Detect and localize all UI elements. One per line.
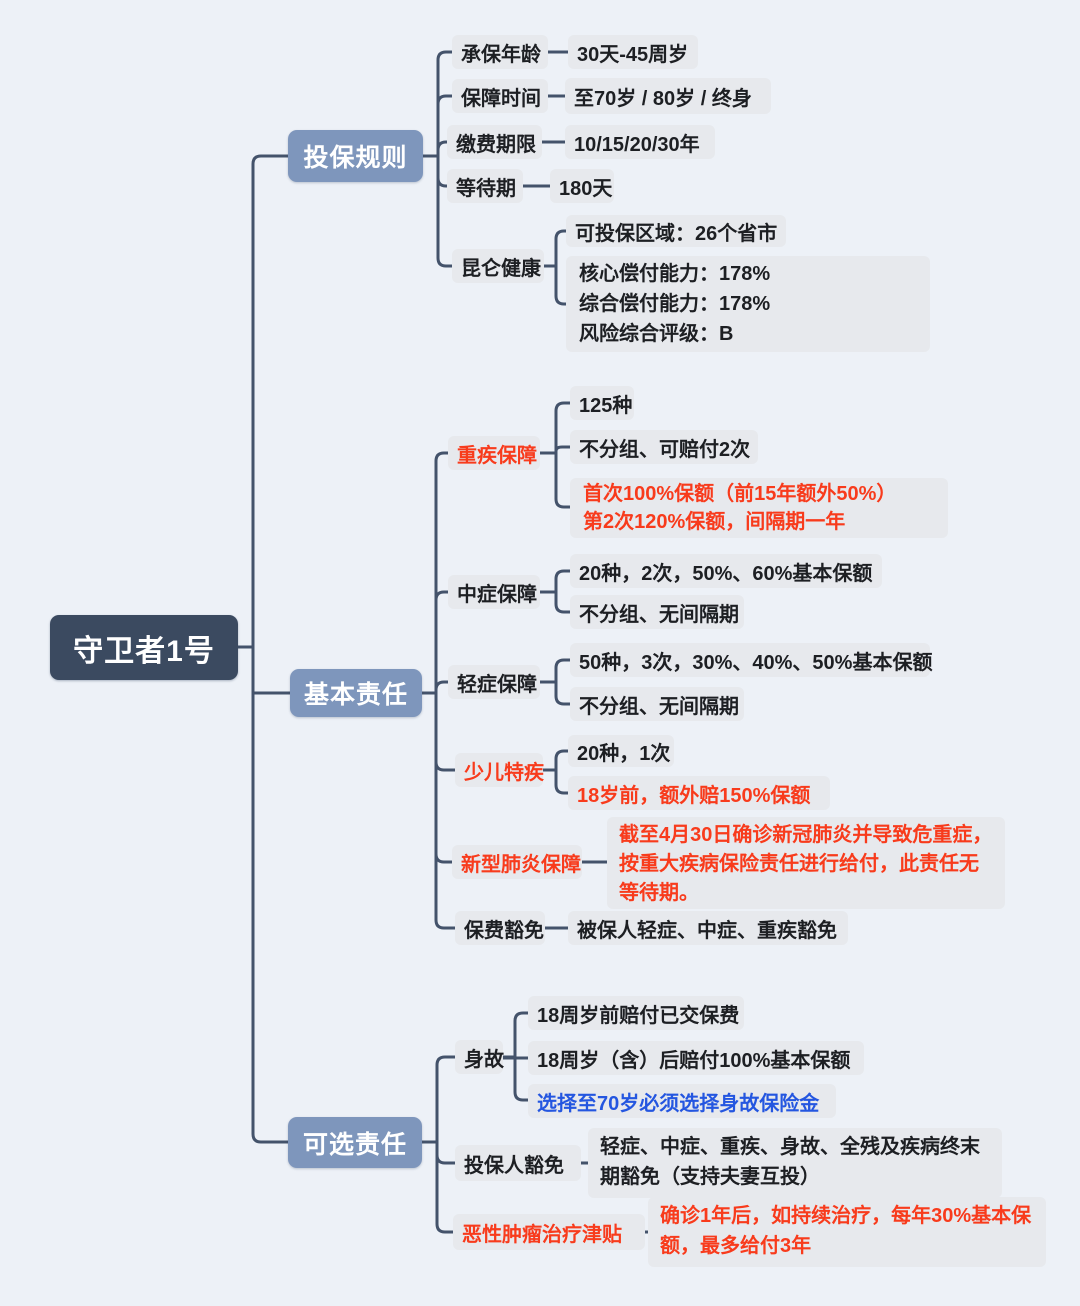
root-node: 守卫者1号 xyxy=(50,615,238,680)
node-insurer: 昆仑健康 xyxy=(452,249,544,283)
value-child-bonus: 18岁前，额外赔150%保额 xyxy=(568,776,830,810)
node-cancer-allowance: 恶性肿瘤治疗津贴 xyxy=(453,1214,645,1250)
value-death-minor: 18周岁前赔付已交保费 xyxy=(528,996,744,1030)
node-waiting-period: 等待期 xyxy=(447,169,523,203)
value-mild-grouping: 不分组、无间隔期 xyxy=(570,687,744,721)
insurer-stat-risk-rating: 风险综合评级：B xyxy=(579,323,734,345)
value-critical-count: 125种 xyxy=(570,386,634,420)
node-moderate-illness: 中症保障 xyxy=(448,575,540,609)
node-policyholder-waiver: 投保人豁免 xyxy=(455,1145,581,1181)
value-mild-terms: 50种，3次，30%、40%、50%基本保额 xyxy=(570,643,932,677)
branch-optional-liability: 可选责任 xyxy=(288,1117,422,1168)
value-death-note: 选择至70岁必须选择身故保险金 xyxy=(528,1084,836,1118)
value-policyholder-waiver-terms: 轻症、中症、重疾、身故、全残及疾病终末期豁免（支持夫妻互投） xyxy=(588,1128,1002,1198)
value-waiting-period: 180天 xyxy=(550,169,614,203)
node-payment-term: 缴费期限 xyxy=(447,125,542,159)
node-premium-waiver: 保费豁免 xyxy=(455,911,545,945)
value-death-adult: 18周岁（含）后赔付100%基本保额 xyxy=(528,1041,864,1075)
critical-payout-second: 第2次120%保额，间隔期一年 xyxy=(583,511,846,533)
value-critical-payout: 首次100%保额（前15年额外50%） 第2次120%保额，间隔期一年 xyxy=(570,478,948,538)
node-covid-coverage: 新型肺炎保障 xyxy=(452,845,582,879)
value-cancer-allowance-terms: 确诊1年后，如持续治疗，每年30%基本保额，最多给付3年 xyxy=(648,1197,1046,1267)
value-covid-terms: 截至4月30日确诊新冠肺炎并导致危重症，按重大疾病保险责任进行给付，此责任无等待… xyxy=(607,817,1005,909)
value-coverage-period: 至70岁 / 80岁 / 终身 xyxy=(565,78,771,114)
critical-payout-first: 首次100%保额（前15年额外50%） xyxy=(583,483,897,505)
insurer-stat-core: 核心偿付能力：178% xyxy=(579,263,771,285)
node-insure-age: 承保年龄 xyxy=(452,35,548,69)
value-premium-waiver-terms: 被保人轻症、中症、重疾豁免 xyxy=(568,911,848,945)
node-mild-illness: 轻症保障 xyxy=(448,665,540,699)
node-critical-illness: 重疾保障 xyxy=(448,436,540,470)
insurer-stat-comprehensive: 综合偿付能力：178% xyxy=(579,293,771,315)
value-payment-term: 10/15/20/30年 xyxy=(565,125,715,159)
branch-insuring-rules: 投保规则 xyxy=(288,130,423,182)
value-moderate-grouping: 不分组、无间隔期 xyxy=(570,595,744,629)
value-insure-age: 30天-45周岁 xyxy=(568,35,698,69)
branch-basic-liability: 基本责任 xyxy=(290,669,422,717)
node-coverage-period: 保障时间 xyxy=(452,79,548,113)
value-critical-grouping: 不分组、可赔付2次 xyxy=(570,430,758,464)
value-moderate-terms: 20种，2次，50%、60%基本保额 xyxy=(570,554,882,588)
node-death-benefit: 身故 xyxy=(455,1040,504,1074)
value-insurer-stats: 核心偿付能力：178% 综合偿付能力：178% 风险综合评级：B xyxy=(566,256,930,352)
value-insurer-region: 可投保区域：26个省市 xyxy=(566,215,786,247)
node-child-special-disease: 少儿特疾 xyxy=(455,753,544,787)
value-child-terms: 20种，1次 xyxy=(568,735,674,767)
